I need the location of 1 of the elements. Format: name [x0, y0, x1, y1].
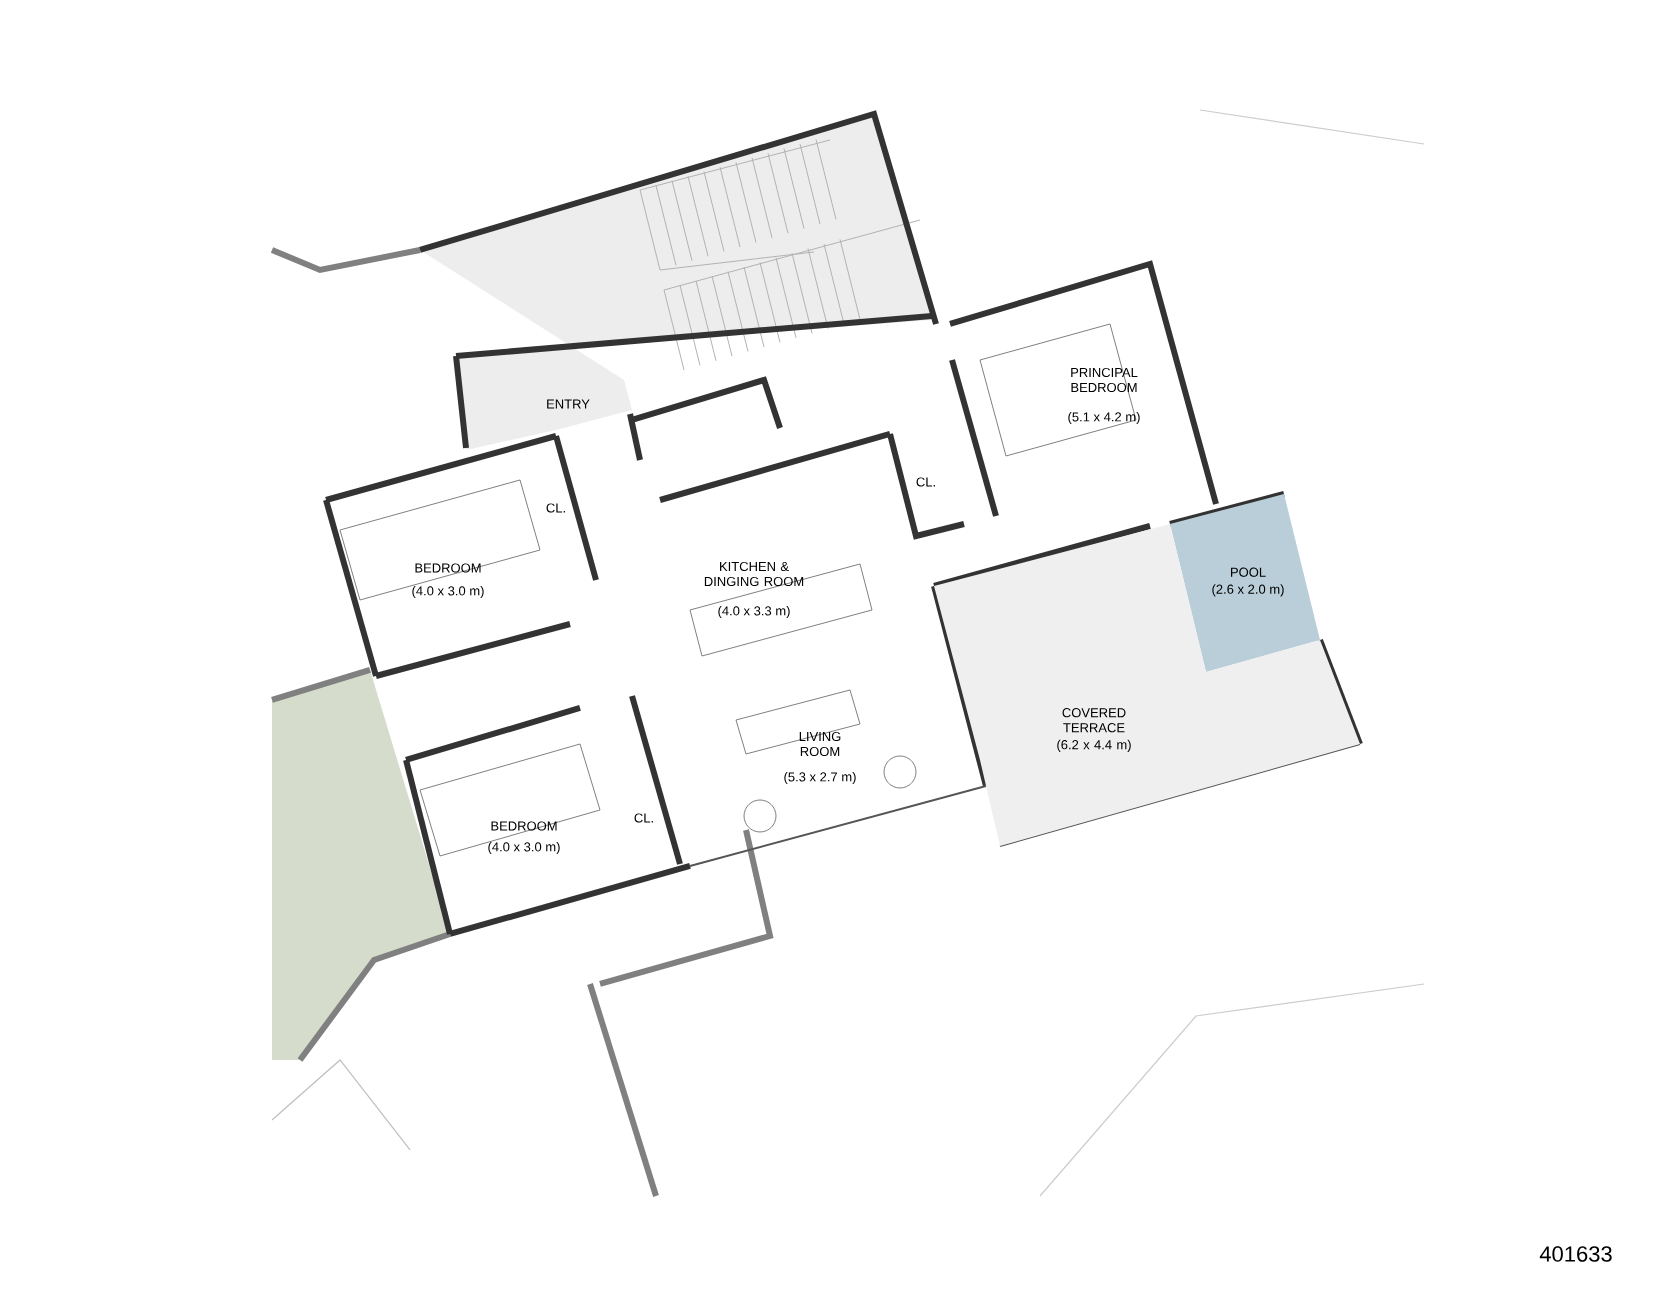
reference-number: 401633: [1539, 1246, 1612, 1262]
